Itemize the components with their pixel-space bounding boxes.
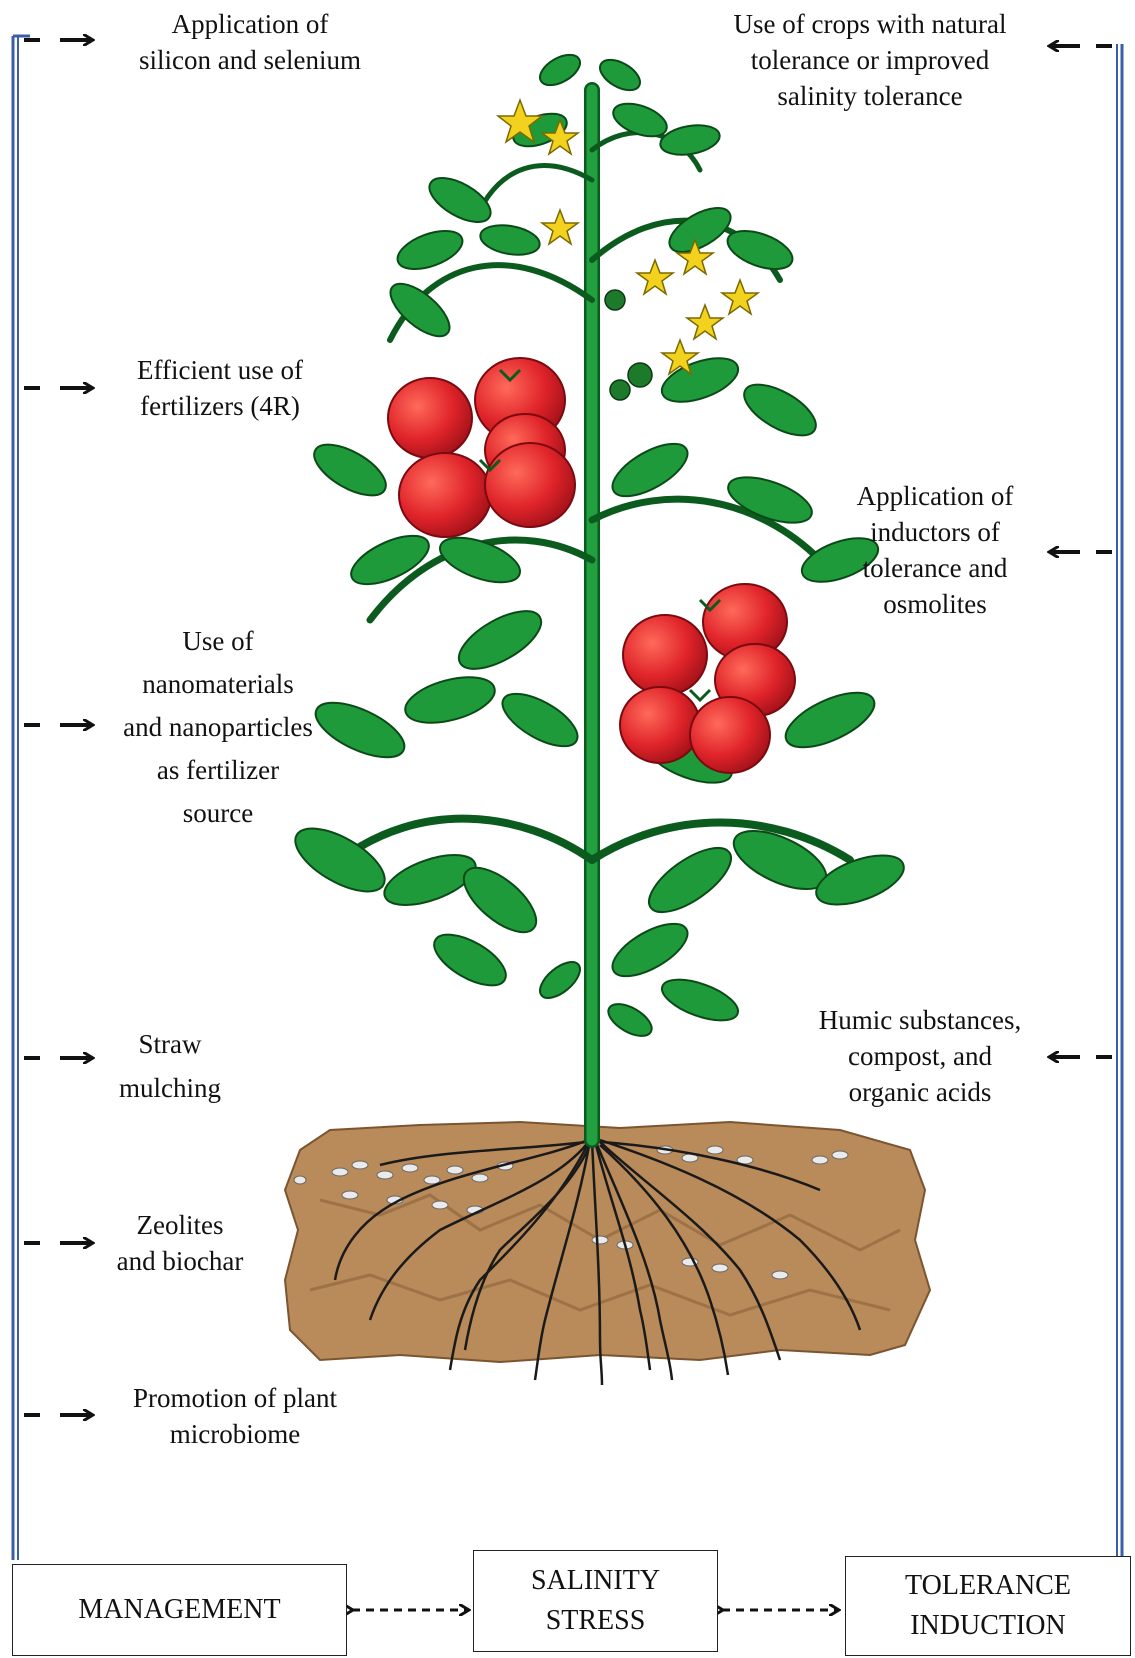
management-arrows xyxy=(24,40,92,1415)
tolerance-arrows xyxy=(1050,46,1112,1057)
management-strategy-silicon-selenium: Application of silicon and selenium xyxy=(120,6,380,78)
soil xyxy=(285,1122,930,1362)
management-box: MANAGEMENT xyxy=(12,1564,347,1656)
management-strategy-fertilizers-4r: Efficient use of fertilizers (4R) xyxy=(100,352,340,424)
management-strategy-zeolites-biochar: Zeolites and biochar xyxy=(95,1207,265,1279)
tolerance-strategy-crops-natural-tolerance: Use of crops with natural tolerance or i… xyxy=(700,6,1040,114)
green-fruits xyxy=(605,290,652,400)
management-bracket xyxy=(13,36,30,1560)
management-strategy-nanomaterials: Use of nanomaterials and nanoparticles a… xyxy=(98,620,338,835)
tolerance-bracket xyxy=(1117,44,1122,1560)
tolerance-strategy-inductors-osmolites: Application of inductors of tolerance an… xyxy=(830,478,1040,622)
tolerance-strategy-humic-substances: Humic substances, compost, and organic a… xyxy=(795,1002,1045,1110)
management-strategy-straw-mulching: Straw mulching xyxy=(95,1022,245,1110)
salinity-stress-box: SALINITY STRESS xyxy=(473,1550,718,1652)
management-strategy-plant-microbiome: Promotion of plant microbiome xyxy=(100,1380,370,1452)
tolerance-induction-box: TOLERANCE INDUCTION xyxy=(845,1556,1131,1656)
